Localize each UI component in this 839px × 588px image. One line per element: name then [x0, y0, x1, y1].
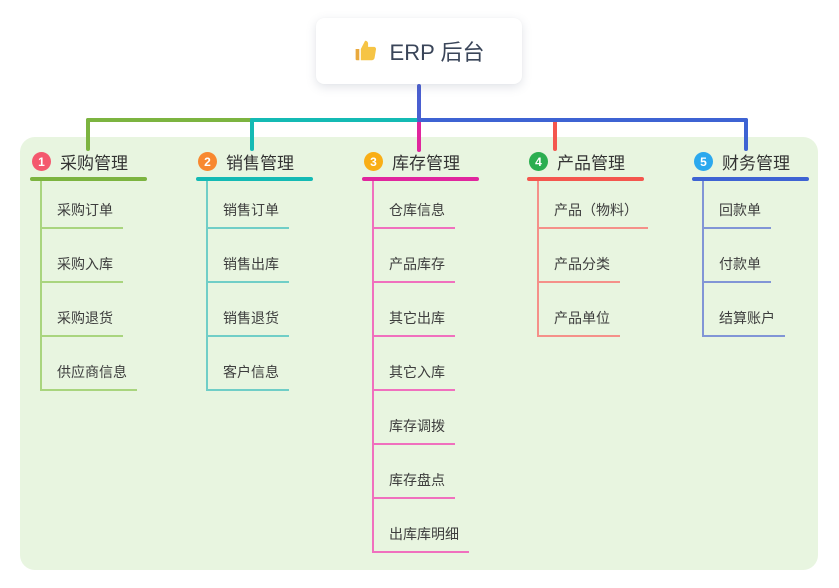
child-node-label: 产品库存	[374, 254, 455, 283]
child-node[interactable]: 出库库明细	[374, 499, 482, 553]
connector-drop-purchase	[86, 118, 90, 151]
branch-children: 销售订单销售出库销售退货客户信息	[206, 181, 316, 391]
child-node-label: 销售退货	[208, 308, 289, 337]
child-node[interactable]: 付款单	[704, 229, 812, 283]
child-node[interactable]: 销售出库	[208, 229, 316, 283]
branch: 2 销售管理 销售订单销售出库销售退货客户信息	[196, 150, 316, 391]
branch-node-label: 采购管理	[60, 154, 128, 173]
child-node[interactable]: 结算账户	[704, 283, 812, 337]
branch: 4 产品管理 产品（物料） 产品分类产品单位	[527, 150, 648, 337]
connector-bus-finance	[417, 118, 748, 122]
child-node-label: 产品单位	[539, 308, 620, 337]
child-node-label: 付款单	[704, 254, 771, 283]
child-node-label: 仓库信息	[374, 200, 455, 229]
child-node[interactable]: 其它入库	[374, 337, 482, 391]
connector-drop-finance	[744, 118, 748, 151]
branch-underline	[30, 177, 147, 181]
connector-drop-sales	[250, 118, 254, 151]
child-node-label: 其它入库	[374, 362, 455, 391]
child-node-label: 销售订单	[208, 200, 289, 229]
root-node[interactable]: ERP 后台	[316, 18, 522, 84]
child-node[interactable]: 销售退货	[208, 283, 316, 337]
child-node-label: 客户信息	[208, 362, 289, 391]
branch-number-badge: 5	[694, 152, 713, 171]
branch: 1 采购管理 采购订单采购入库采购退货供应商信息	[30, 150, 150, 391]
root-node-title: ERP 后台	[389, 40, 485, 65]
child-node[interactable]: 产品分类	[539, 229, 647, 283]
branch-node-label: 销售管理	[226, 154, 294, 173]
child-node-label: 采购退货	[42, 308, 123, 337]
branch-number-badge: 4	[529, 152, 548, 171]
branch-node[interactable]: 4 产品管理	[527, 150, 647, 173]
branch-node[interactable]: 5 财务管理	[692, 150, 812, 173]
branch-node-label: 产品管理	[557, 154, 625, 173]
child-node-label: 结算账户	[704, 308, 785, 337]
branch-underline	[527, 177, 644, 181]
child-node[interactable]: 仓库信息	[374, 181, 482, 229]
branch: 5 财务管理 回款单付款单结算账户	[692, 150, 812, 337]
root-connector-line	[417, 84, 421, 122]
child-node[interactable]: 库存盘点	[374, 445, 482, 499]
child-node-label: 库存盘点	[374, 470, 455, 499]
branch-node-label: 财务管理	[722, 154, 790, 173]
connector-drop-product	[553, 120, 557, 151]
child-node-label: 采购入库	[42, 254, 123, 283]
branch-children: 产品（物料） 产品分类产品单位	[537, 181, 648, 337]
child-node[interactable]: 产品库存	[374, 229, 482, 283]
branch-node[interactable]: 2 销售管理	[196, 150, 316, 173]
child-node-label: 回款单	[704, 200, 771, 229]
child-node[interactable]: 采购退货	[42, 283, 150, 337]
child-node[interactable]: 采购入库	[42, 229, 150, 283]
child-node[interactable]: 库存调拨	[374, 391, 482, 445]
child-node-label: 产品分类	[539, 254, 620, 283]
child-node[interactable]: 供应商信息	[42, 337, 150, 391]
thumbs-up-icon	[354, 38, 380, 64]
branch-underline	[196, 177, 313, 181]
child-node-label: 销售出库	[208, 254, 289, 283]
branch-number-badge: 2	[198, 152, 217, 171]
child-node[interactable]: 其它出库	[374, 283, 482, 337]
child-node-label: 其它出库	[374, 308, 455, 337]
branch: 3 库存管理 仓库信息产品库存其它出库其它入库库存调拨库存盘点出库库明细	[362, 150, 482, 553]
child-node[interactable]: 客户信息	[208, 337, 316, 391]
child-node[interactable]: 采购订单	[42, 181, 150, 229]
child-node-label: 采购订单	[42, 200, 123, 229]
child-node-label: 库存调拨	[374, 416, 455, 445]
branch-underline	[692, 177, 809, 181]
child-node[interactable]: 回款单	[704, 181, 812, 229]
branch-children: 回款单付款单结算账户	[702, 181, 812, 337]
child-node[interactable]: 产品单位	[539, 283, 647, 337]
connector-bus-sales	[250, 118, 419, 122]
child-node[interactable]: 产品（物料）	[539, 181, 648, 229]
connector-drop-inventory	[417, 120, 421, 152]
connector-bus-purchase	[86, 118, 254, 122]
branch-node[interactable]: 3 库存管理	[362, 150, 482, 173]
child-node[interactable]: 销售订单	[208, 181, 316, 229]
branch-underline	[362, 177, 479, 181]
branch-children: 仓库信息产品库存其它出库其它入库库存调拨库存盘点出库库明细	[372, 181, 482, 553]
branch-node-label: 库存管理	[392, 154, 460, 173]
branch-number-badge: 1	[32, 152, 51, 171]
branch-children: 采购订单采购入库采购退货供应商信息	[40, 181, 150, 391]
branch-number-badge: 3	[364, 152, 383, 171]
branch-node[interactable]: 1 采购管理	[30, 150, 150, 173]
child-node-label: 供应商信息	[42, 362, 137, 391]
child-node-label: 出库库明细	[374, 524, 469, 553]
child-node-label: 产品（物料）	[539, 200, 648, 229]
